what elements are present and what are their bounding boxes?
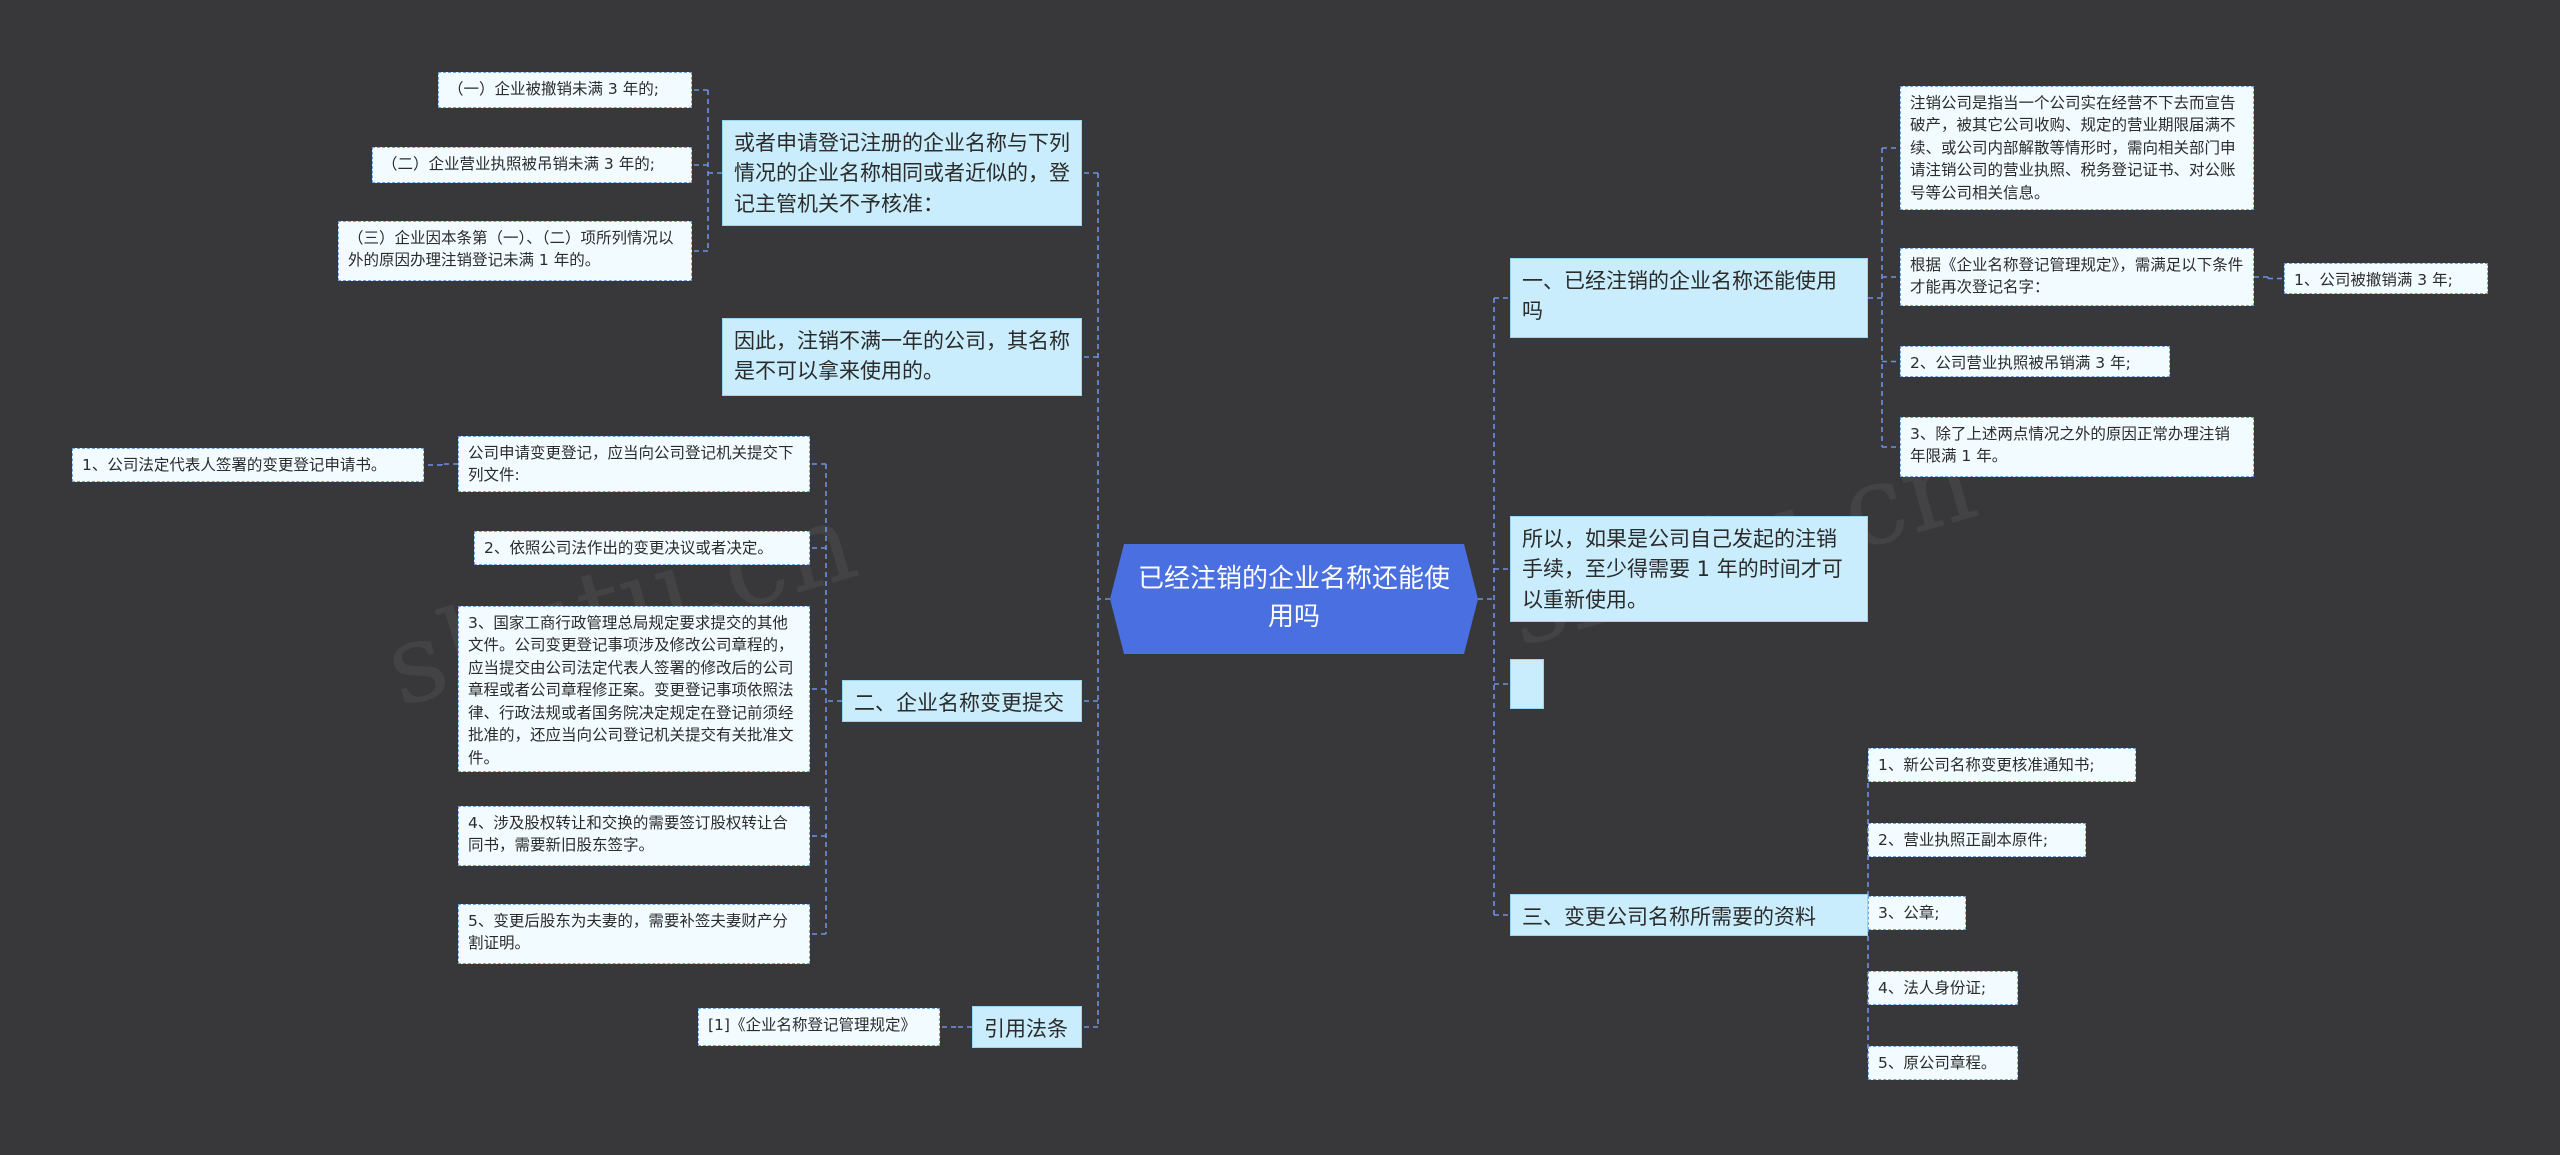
branch-cited-law[interactable]: 引用法条 bbox=[972, 1006, 1082, 1048]
leaf-change-application[interactable]: 1、公司法定代表人签署的变更登记申请书。 bbox=[72, 448, 424, 482]
branch-cannot-use[interactable]: 因此，注销不满一年的公司，其名称是不可以拿来使用的。 bbox=[722, 318, 1082, 396]
branch-one-year-conclusion[interactable]: 所以，如果是公司自己发起的注销手续，至少得需要 1 年的时间才可以重新使用。 bbox=[1510, 516, 1868, 622]
leaf-material-id[interactable]: 4、法人身份证; bbox=[1868, 971, 2018, 1005]
leaf-regulation-conditions[interactable]: 根据《企业名称登记管理规定》，需满足以下条件才能再次登记名字： bbox=[1900, 248, 2254, 306]
leaf-license-3y[interactable]: （二）企业营业执照被吊销未满 3 年的; bbox=[372, 147, 692, 183]
leaf-change-filing[interactable]: 公司申请变更登记，应当向公司登记机关提交下列文件: bbox=[458, 436, 810, 492]
leaf-cancel-definition[interactable]: 注销公司是指当一个公司实在经营不下去而宣告破产，被其它公司收购、规定的营业期限届… bbox=[1900, 86, 2254, 210]
leaf-material-license[interactable]: 2、营业执照正副本原件; bbox=[1868, 823, 2086, 857]
branch-similar-names[interactable]: 或者申请登记注册的企业名称与下列情况的企业名称相同或者近似的，登记主管机关不予核… bbox=[722, 120, 1082, 226]
root-topic[interactable]: 已经注销的企业名称还能使用吗 bbox=[1110, 544, 1478, 654]
branch-empty[interactable] bbox=[1510, 659, 1544, 709]
leaf-material-seal[interactable]: 3、公章; bbox=[1868, 896, 1966, 930]
leaf-condition-license[interactable]: 2、公司营业执照被吊销满 3 年; bbox=[1900, 346, 2170, 377]
leaf-change-equity[interactable]: 4、涉及股权转让和交换的需要签订股权转让合同书，需要新旧股东签字。 bbox=[458, 806, 810, 866]
branch-name-reuse[interactable]: 一、已经注销的企业名称还能使用吗 bbox=[1510, 258, 1868, 338]
leaf-change-resolution[interactable]: 2、依照公司法作出的变更决议或者决定。 bbox=[474, 531, 810, 565]
leaf-condition-other[interactable]: 3、除了上述两点情况之外的原因正常办理注销年限满 1 年。 bbox=[1900, 417, 2254, 477]
leaf-cited-regulation[interactable]: [1]《企业名称登记管理规定》 bbox=[698, 1008, 940, 1046]
leaf-other-1y[interactable]: （三）企业因本条第（一）、（二）项所列情况以外的原因办理注销登记未满 1 年的。 bbox=[338, 221, 692, 281]
leaf-material-articles[interactable]: 5、原公司章程。 bbox=[1868, 1046, 2018, 1080]
branch-rename-materials[interactable]: 三、变更公司名称所需要的资料 bbox=[1510, 894, 1868, 936]
leaf-change-spouse[interactable]: 5、变更后股东为夫妻的，需要补签夫妻财产分割证明。 bbox=[458, 904, 810, 964]
leaf-condition-revoked[interactable]: 1、公司被撤销满 3 年; bbox=[2284, 263, 2488, 294]
leaf-change-other-docs[interactable]: 3、国家工商行政管理总局规定要求提交的其他文件。公司变更登记事项涉及修改公司章程… bbox=[458, 606, 810, 772]
leaf-material-notice[interactable]: 1、新公司名称变更核准通知书; bbox=[1868, 748, 2136, 782]
leaf-revoked-3y[interactable]: （一）企业被撤销未满 3 年的; bbox=[438, 72, 692, 108]
branch-change-submission[interactable]: 二、企业名称变更提交 bbox=[842, 680, 1082, 722]
